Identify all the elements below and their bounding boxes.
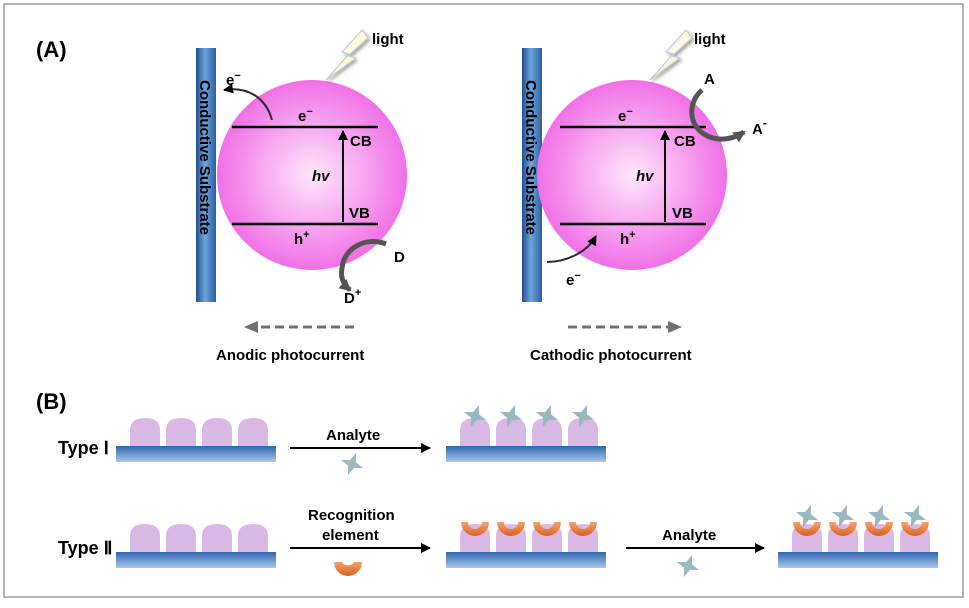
substrate-label-right: Conductive Substrate [522,80,539,235]
hole-label-left: h+ [294,229,310,248]
type-2-arrow-1-label-line-2: element [322,527,379,544]
type-2-electrode-result [778,500,938,568]
receptor-bump [130,418,160,446]
conductive-substrate-left [196,48,216,302]
hv-label-left: hv [312,168,331,185]
receptor-bump [166,524,196,552]
receptor-bump [202,418,232,446]
hv-label-right: hv [636,168,655,185]
electrode-base [778,552,938,568]
receptor-bump [568,418,598,446]
electrode-base [116,446,276,462]
type-1-electrode-initial [116,418,276,462]
receptor-bump [238,524,268,552]
electron-label-injected: e− [226,70,241,89]
type-1-arrow-label: Analyte [326,427,380,444]
recognition-element [829,522,857,536]
type-1-label: Type Ⅰ [58,438,109,458]
receptor-bump [460,418,490,446]
recognition-element [865,522,893,536]
type-1-electrode-result [446,400,606,462]
electron-label-left: e− [298,106,313,125]
electron-injection-arrow [223,83,273,121]
vb-label-left: VB [349,205,370,222]
panel-a-label: (A) [36,37,67,62]
anodic-caption: Anodic photocurrent [216,347,364,364]
recognition-element-icon [334,562,362,576]
acceptor-reduction-arrow [689,88,746,143]
recognition-element [793,522,821,536]
recognition-element [461,522,489,536]
frame-border [3,3,964,598]
substrate-label-left: Conductive Substrate [196,80,213,235]
electrode-base [116,552,276,568]
acceptor-reduced-label: A- [752,116,767,138]
recognition-element [533,522,561,536]
hole-label-right: h+ [620,229,636,248]
receptor-bump [202,524,232,552]
cb-label-left: CB [350,133,372,150]
electron-label-substrate: e− [566,270,581,289]
electron-transfer-arrow [546,235,597,263]
electrode-base [446,446,606,462]
receptor-bump [496,418,526,446]
type-2-arrow-1-label-line-1: Recognition [308,507,395,524]
donor-oxidation-arrow [338,239,387,292]
cb-label-right: CB [674,133,696,150]
electrode-base [446,552,606,568]
electron-label-right: e− [618,106,633,125]
recognition-element [901,522,929,536]
anodic-diagram: Conductive Substrate CB VB hv e− h+ e− l… [196,29,407,364]
light-label-right: light [694,31,726,48]
recognition-element [497,522,525,536]
type-2-label: Type Ⅱ [58,538,113,558]
receptor-bump [532,418,562,446]
type-2-electrode-initial [116,524,276,568]
recognition-element [569,522,597,536]
light-bolt-icon-left [325,29,369,81]
receptor-bump [238,418,268,446]
acceptor-label: A [704,71,715,88]
conductive-substrate-right [522,48,542,302]
donor-oxidized-label: D+ [344,287,361,307]
type-2-electrode-modified [446,522,606,568]
vb-label-right: VB [672,205,693,222]
donor-label: D [394,249,405,266]
type-2-arrow-2-label: Analyte [662,527,716,544]
cathodic-diagram: Conductive Substrate CB VB hv e− h+ e− l… [522,29,767,364]
cathodic-caption: Cathodic photocurrent [530,347,692,364]
light-label-left: light [372,31,404,48]
light-bolt-icon-right [649,29,693,81]
receptor-bump [166,418,196,446]
receptor-bump [130,524,160,552]
panel-b-label: (B) [36,389,67,414]
